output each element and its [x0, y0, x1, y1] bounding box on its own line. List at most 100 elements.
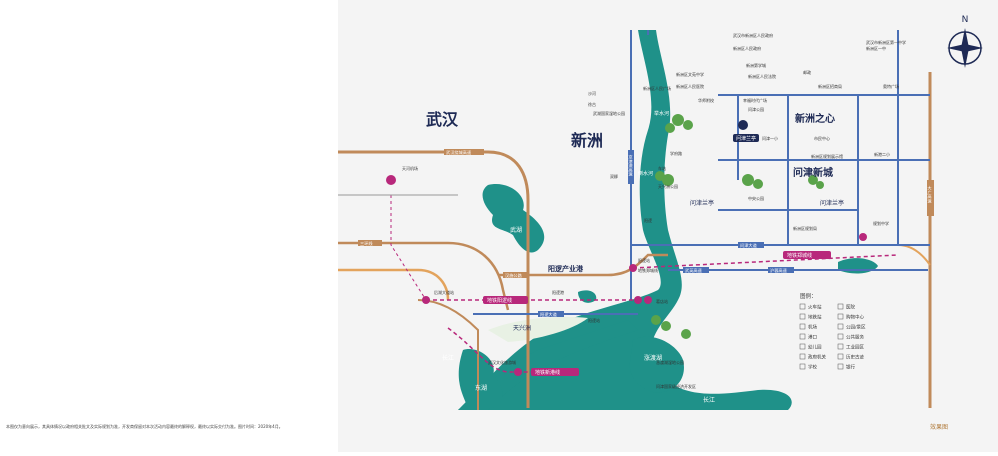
- label-dong-lake: 东湖: [475, 384, 487, 392]
- left-panel: 本图仅为意向展示，其具体情况以政府相关批文及实际规划为准，开发商保留对本次活动内…: [0, 0, 338, 452]
- project-badge-2[interactable]: 问津兰亭: [690, 199, 714, 207]
- poi-22: 市民中心: [814, 135, 830, 141]
- poi-27: 双柳: [610, 173, 618, 179]
- poi-30: 天河机场: [402, 165, 418, 171]
- legend-items: 火车站 医院 地铁站 购物中心 机场 公园/景区 港口 公共服务 幼儿园 工业园…: [799, 304, 866, 371]
- label-jushui-river: 举水河: [654, 110, 669, 117]
- svg-text:地铁郑城线: 地铁郑城线: [787, 252, 812, 259]
- poi-26: 徐古: [588, 101, 596, 107]
- road-third-ring: [338, 241, 510, 311]
- poi-labels: 武汉市新洲区人民政府 新洲区人民政府 新洲区文苑中学 新洲区人民医院 新洲区人民…: [402, 32, 906, 389]
- poi-29: 武湖国家湿地公园: [593, 110, 625, 116]
- svg-text:汉施公路: 汉施公路: [505, 272, 523, 279]
- road-labels: 武汉绕城高速 三环线 汉施公路 阳逻大道 问津大道 武英高速 沪蓉高速 大广高速…: [358, 149, 934, 318]
- metro-airport-line: [390, 195, 427, 301]
- road-third-ring-yellow: [338, 268, 450, 301]
- poi-28: 阳逻: [644, 217, 652, 223]
- svg-text:政府机关: 政府机关: [808, 354, 826, 361]
- svg-text:工业园区: 工业园区: [846, 344, 864, 351]
- label-daoshui-river: 倒水河: [638, 170, 653, 177]
- label-changjiang-west: 长江: [442, 354, 454, 362]
- label-tianxing-island: 天兴洲: [513, 324, 531, 332]
- svg-text:地铁阳逻线: 地铁阳逻线: [487, 297, 512, 304]
- island-tianxing: [488, 316, 588, 342]
- label-wu-lake: 武湖: [510, 226, 522, 234]
- svg-text:问津大道: 问津大道: [740, 242, 758, 249]
- poi-0: 武汉市新洲区人民政府: [733, 32, 773, 38]
- label-zhangdu-lake: 涨渡湖: [644, 354, 662, 362]
- svg-text:武英高速: 武英高速: [685, 267, 703, 274]
- city-roads: [473, 30, 930, 315]
- poi-5: 新洲第学城: [746, 62, 766, 68]
- poi-13: 新洲区一中: [866, 45, 886, 51]
- poi-11: 问津一小: [762, 135, 778, 141]
- poi-21: 天兴洲公园: [658, 183, 678, 189]
- legend: 图例： 火车站 医院 地铁站 购物中心 机场 公园/景区 港口 公共服务 幼儿园…: [799, 292, 866, 371]
- compass-label: N: [962, 15, 969, 25]
- river-lower: [458, 320, 638, 410]
- metro-zhengcheng-line: [632, 254, 899, 269]
- svg-text:沪蓉高速: 沪蓉高速: [770, 267, 788, 274]
- svg-text:地铁新港线: 地铁新港线: [535, 369, 560, 376]
- poi-34: 阳逻站: [588, 317, 600, 323]
- label-changjiang-east: 长江: [703, 396, 715, 404]
- project-badge-1[interactable]: 问津兰亭: [733, 120, 759, 142]
- svg-text:医院: 医院: [846, 304, 855, 311]
- svg-text:银行: 银行: [846, 364, 855, 371]
- poi-9: 幸福时代广场: [743, 97, 767, 103]
- svg-text:幼儿园: 幼儿园: [808, 344, 822, 351]
- map-panel[interactable]: 武汉 新洲 新洲之心 问津新城 阳逻产业港 天兴洲 武湖 东湖 涨渡湖 长江 长…: [338, 0, 998, 452]
- poi-35: 阳逻站: [638, 257, 650, 263]
- svg-text:机场: 机场: [808, 324, 817, 331]
- svg-text:京港澳高速: 京港澳高速: [628, 154, 634, 178]
- disclaimer-text: 本图仅为意向展示，其具体情况以政府相关批文及实际规划为准，开发商保留对本次活动内…: [6, 424, 283, 429]
- svg-text:问津兰亭: 问津兰亭: [736, 135, 756, 142]
- svg-text:公园/景区: 公园/景区: [846, 325, 866, 331]
- poi-31: 阳逻港: [552, 289, 564, 295]
- poi-17: 奥特广场: [883, 83, 899, 89]
- label-yangluo-port: 阳逻产业港: [548, 264, 584, 273]
- badge-metro-xingang[interactable]: 地铁新港线: [531, 368, 579, 376]
- poi-19: 学府路: [670, 150, 682, 156]
- project-badge-3[interactable]: 问津兰亭: [820, 199, 844, 207]
- poi-39: 葛店站: [656, 298, 668, 304]
- poi-38: 问津国家级经济开发区: [656, 383, 696, 389]
- poi-37: 涨渡湖湿地公园: [656, 359, 684, 365]
- poi-14: 新洲区招商局: [818, 83, 842, 89]
- poi-10: 问津公园: [748, 106, 764, 112]
- badge-metro-yangluo[interactable]: 地铁阳逻线: [483, 296, 528, 304]
- svg-text:地铁站: 地铁站: [808, 314, 822, 321]
- poi-25: 沙河: [588, 90, 596, 96]
- poi-33: 后湖大道站: [434, 289, 454, 295]
- svg-text:购物中心: 购物中心: [846, 314, 864, 321]
- poi-4: 新洲区人民法院: [748, 73, 776, 79]
- svg-text:历史古迹: 历史古迹: [846, 354, 864, 361]
- label-wuhan: 武汉: [426, 110, 459, 129]
- poi-18: 中央公园: [748, 195, 764, 201]
- svg-text:大广高速: 大广高速: [927, 185, 933, 205]
- metro-station-icons: [386, 175, 867, 376]
- poi-15: 新港二小: [874, 151, 890, 157]
- poi-20: 车站: [658, 165, 666, 171]
- poi-16: 武汉市新洲区第一中学: [866, 39, 906, 45]
- poi-24: 规划中学: [873, 220, 889, 226]
- poi-3: 新洲区人民医院: [676, 83, 704, 89]
- svg-text:问津兰亭: 问津兰亭: [690, 199, 714, 207]
- badge-metro-zhengcheng[interactable]: 地铁郑城线: [783, 251, 831, 259]
- label-xinzhou-center: 新洲之心: [795, 112, 835, 125]
- regional-map[interactable]: 武汉 新洲 新洲之心 问津新城 阳逻产业港 天兴洲 武湖 东湖 涨渡湖 长江 长…: [338, 0, 998, 452]
- poi-1: 新洲区人民政府: [733, 45, 761, 51]
- svg-text:火车站: 火车站: [808, 304, 822, 311]
- road-ring-highway: [338, 150, 530, 408]
- label-wenjin-newtown: 问津新城: [793, 166, 833, 179]
- lake-zhangdu: [629, 336, 684, 393]
- svg-text:学校: 学校: [808, 364, 817, 371]
- poi-12: 新洲区规划局: [793, 225, 817, 231]
- poi-7: 新洲区人民广场: [643, 85, 671, 91]
- svg-text:阳逻大道: 阳逻大道: [540, 311, 558, 318]
- poi-2: 新洲区文苑中学: [676, 71, 704, 77]
- poi-36: 地铁郑城线: [638, 267, 658, 273]
- svg-text:图例：: 图例：: [800, 292, 817, 300]
- poi-32: 武汉文化旅游城: [488, 359, 516, 365]
- svg-text:问津兰亭: 问津兰亭: [820, 199, 844, 207]
